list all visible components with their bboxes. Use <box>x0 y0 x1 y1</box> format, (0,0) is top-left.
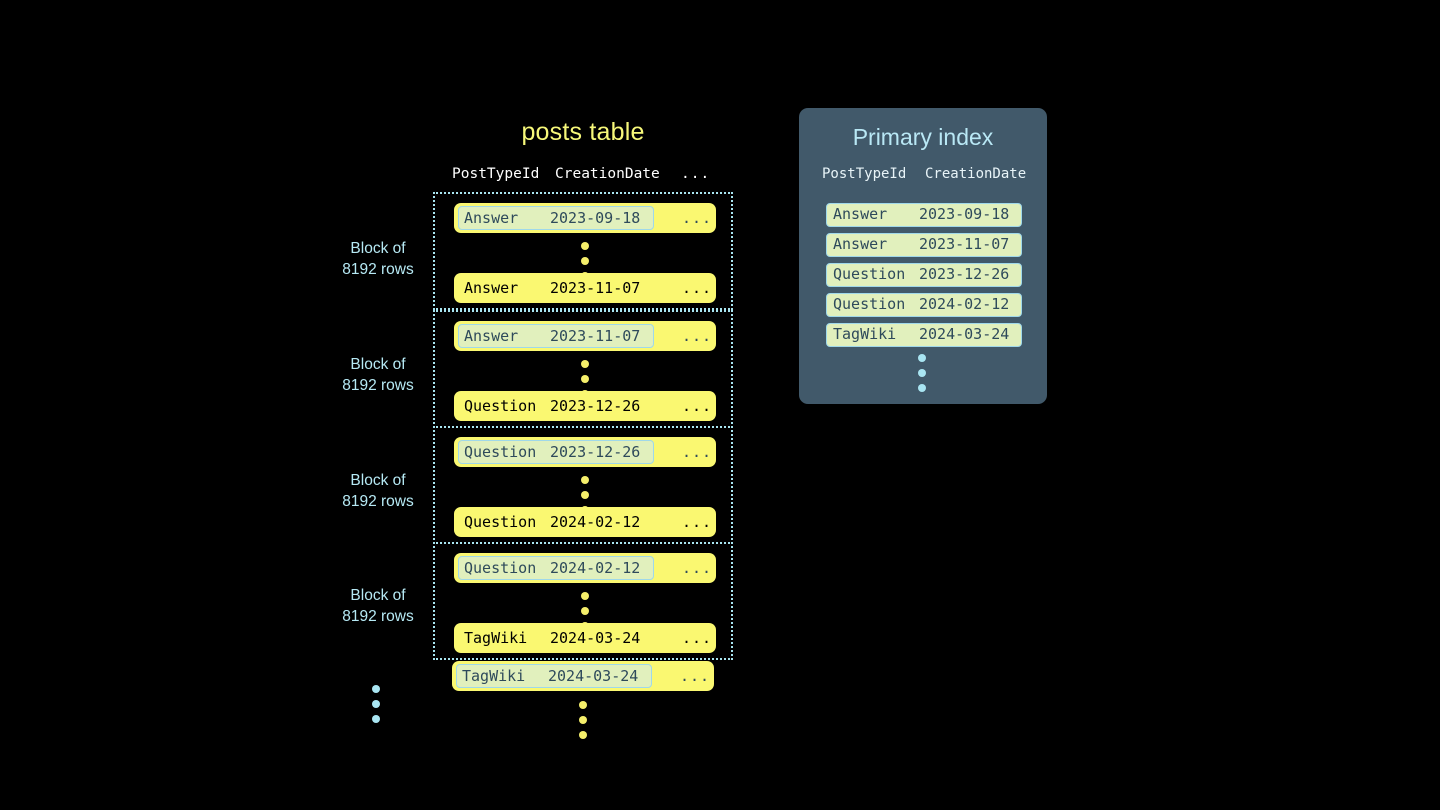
row-highlight-pill <box>458 556 654 580</box>
table-row: TagWiki 2024-03-24 ... <box>454 623 716 653</box>
block-1: Answer 2023-09-18 ... Answer 2023-11-07 … <box>433 192 733 310</box>
cell-creationdate: 2023-09-18 <box>550 209 641 227</box>
index-entry: Answer 2023-11-07 <box>826 233 1022 257</box>
cell-ellipsis: ... <box>682 559 713 577</box>
index-continuation-dots <box>918 354 928 399</box>
cell-creationdate: 2023-11-07 <box>550 327 641 345</box>
cell-ellipsis: ... <box>682 513 713 531</box>
block-label-line1: Block of <box>350 240 406 257</box>
cell-creationdate: 2023-09-18 <box>919 205 1010 223</box>
row-highlight-pill <box>456 664 652 688</box>
table-row: Question 2023-12-26 ... <box>454 391 716 421</box>
block-label-line1: Block of <box>350 472 406 489</box>
block-2: Answer 2023-11-07 ... Question 2023-12-2… <box>433 310 733 428</box>
primary-index-title: Primary index <box>852 124 994 150</box>
cell-ellipsis: ... <box>680 667 711 685</box>
cell-posttypeid: Question <box>833 295 906 313</box>
block-label-line2: 8192 rows <box>342 608 414 625</box>
cell-ellipsis: ... <box>682 209 713 227</box>
cell-creationdate: 2023-11-07 <box>919 235 1010 253</box>
table-row: Answer 2023-09-18 ... <box>454 203 716 233</box>
index-entry: Question 2023-12-26 <box>826 263 1022 287</box>
cell-posttypeid: TagWiki <box>462 667 526 685</box>
cell-posttypeid: Question <box>833 265 906 283</box>
table-row: Answer 2023-11-07 ... <box>454 273 716 303</box>
cell-posttypeid: TagWiki <box>833 325 897 343</box>
block-4: Question 2024-02-12 ... TagWiki 2024-03-… <box>433 542 733 660</box>
cell-creationdate: 2024-03-24 <box>919 325 1010 343</box>
cell-creationdate: 2024-03-24 <box>548 667 639 685</box>
cell-creationdate: 2024-02-12 <box>550 513 641 531</box>
row-highlight-pill <box>458 324 654 348</box>
block-label-line1: Block of <box>350 356 406 373</box>
cell-posttypeid: Answer <box>464 209 519 227</box>
column-header-posttypeid: PostTypeId <box>822 166 907 182</box>
block-1-label: Block of 8192 rows <box>330 238 426 280</box>
block-4-label: Block of 8192 rows <box>330 585 426 627</box>
primary-index-panel: Primary index PostTypeId CreationDate An… <box>799 108 1047 404</box>
block-label-line2: 8192 rows <box>342 261 414 278</box>
cell-ellipsis: ... <box>682 327 713 345</box>
table-row-trailing: TagWiki 2024-03-24 ... <box>452 661 714 691</box>
row-highlight-pill <box>458 440 654 464</box>
block-2-label: Block of 8192 rows <box>330 354 426 396</box>
block-continuation-dots <box>372 685 382 730</box>
block-label-line2: 8192 rows <box>342 377 414 394</box>
cell-creationdate: 2023-12-26 <box>550 443 641 461</box>
index-entry: Answer 2023-09-18 <box>826 203 1022 227</box>
cell-posttypeid: Answer <box>833 205 888 223</box>
table-row: Question 2024-02-12 ... <box>454 553 716 583</box>
cell-posttypeid: Question <box>464 513 537 531</box>
index-entry: Question 2024-02-12 <box>826 293 1022 317</box>
cell-posttypeid: Question <box>464 397 537 415</box>
cell-creationdate: 2023-12-26 <box>550 397 641 415</box>
column-header-posttypeid: PostTypeId <box>452 166 540 182</box>
column-header-creationdate: CreationDate <box>555 166 660 182</box>
cell-posttypeid: Answer <box>464 279 519 297</box>
table-row: Answer 2023-11-07 ... <box>454 321 716 351</box>
cell-ellipsis: ... <box>682 397 713 415</box>
cell-posttypeid: Question <box>464 559 537 577</box>
cell-ellipsis: ... <box>682 443 713 461</box>
column-header-ellipsis: ... <box>681 166 711 182</box>
column-header-creationdate: CreationDate <box>925 166 1027 182</box>
page-title: posts table <box>521 118 645 146</box>
table-row: Question 2023-12-26 ... <box>454 437 716 467</box>
cell-posttypeid: Question <box>464 443 537 461</box>
row-highlight-pill <box>458 206 654 230</box>
cell-posttypeid: Answer <box>464 327 519 345</box>
cell-creationdate: 2023-11-07 <box>550 279 641 297</box>
posts-table-column-headers: PostTypeId CreationDate ... <box>433 166 716 186</box>
block-3-label: Block of 8192 rows <box>330 470 426 512</box>
cell-creationdate: 2024-02-12 <box>550 559 641 577</box>
cell-creationdate: 2024-02-12 <box>919 295 1010 313</box>
block-label-line1: Block of <box>350 587 406 604</box>
table-continuation-dots <box>579 701 589 746</box>
cell-posttypeid: TagWiki <box>464 629 528 647</box>
cell-posttypeid: Answer <box>833 235 888 253</box>
table-row: Question 2024-02-12 ... <box>454 507 716 537</box>
posts-table-diagram: posts table PostTypeId CreationDate ... … <box>330 118 740 739</box>
cell-creationdate: 2023-12-26 <box>919 265 1010 283</box>
block-label-line2: 8192 rows <box>342 493 414 510</box>
cell-creationdate: 2024-03-24 <box>550 629 641 647</box>
index-entry: TagWiki 2024-03-24 <box>826 323 1022 347</box>
primary-index-column-headers: PostTypeId CreationDate <box>799 166 1047 186</box>
block-3: Question 2023-12-26 ... Question 2024-02… <box>433 426 733 544</box>
cell-ellipsis: ... <box>682 629 713 647</box>
cell-ellipsis: ... <box>682 279 713 297</box>
